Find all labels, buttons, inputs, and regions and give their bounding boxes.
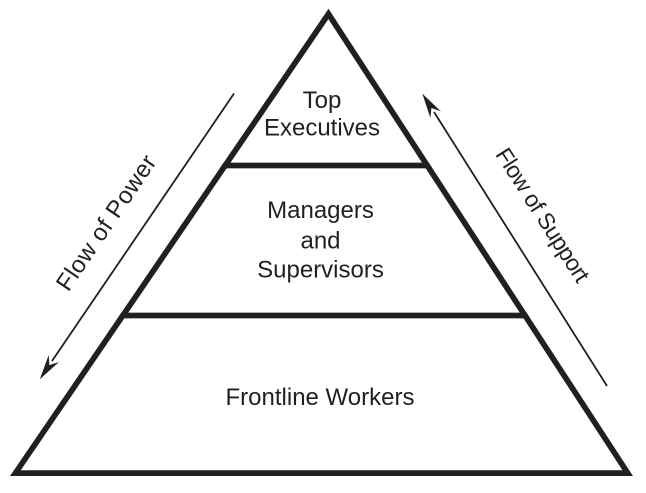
svg-text:and: and	[300, 228, 340, 255]
svg-text:Supervisors: Supervisors	[257, 257, 384, 284]
svg-text:Frontline Workers: Frontline Workers	[226, 384, 415, 411]
svg-text:Managers: Managers	[267, 197, 374, 224]
svg-text:Top: Top	[303, 87, 342, 114]
svg-text:Executives: Executives	[264, 115, 380, 142]
